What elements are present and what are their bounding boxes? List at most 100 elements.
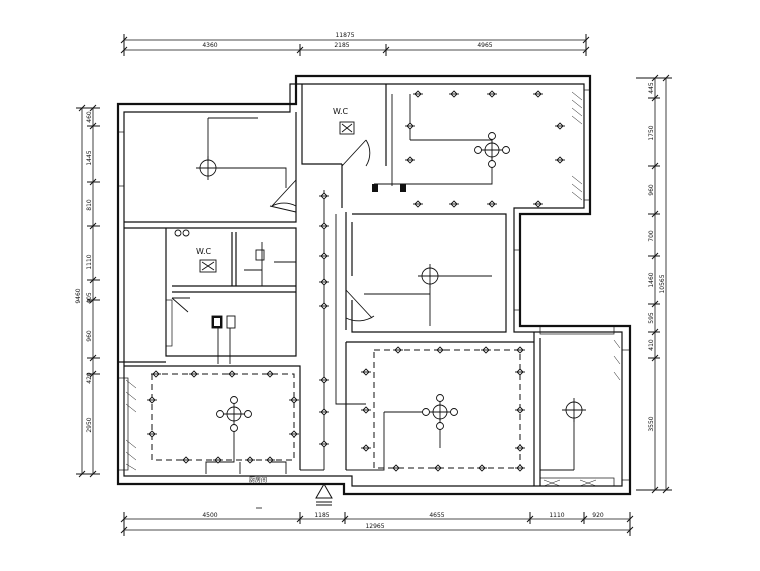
left-dimension-3: 810 bbox=[86, 199, 93, 211]
downlight-icon bbox=[487, 200, 497, 208]
left-dimension-7: 420 bbox=[86, 372, 93, 384]
left-overall-dimension: 9460 bbox=[75, 288, 82, 303]
downlight-icon bbox=[289, 396, 299, 404]
downlight-icon bbox=[555, 156, 565, 164]
top-overall-dimension: 11875 bbox=[335, 32, 354, 39]
downlight-icon bbox=[319, 440, 329, 448]
ceiling-lamp-icon bbox=[562, 398, 586, 422]
downlight-icon bbox=[515, 406, 525, 414]
right-dimension-3: 960 bbox=[648, 184, 655, 196]
downlight-icon bbox=[413, 200, 423, 208]
bottom-dimension-2: 1185 bbox=[314, 512, 329, 519]
small-room-label: 厨房间 bbox=[249, 476, 267, 484]
downlight-icon bbox=[245, 456, 255, 464]
downlight-icon bbox=[487, 90, 497, 98]
switch-icon bbox=[372, 184, 378, 192]
downlight-icon bbox=[481, 346, 491, 354]
top-dimension-2: 2185 bbox=[334, 42, 349, 49]
top-dimension-3: 4965 bbox=[477, 42, 492, 49]
downlight-icon bbox=[181, 456, 191, 464]
fixture-symbols bbox=[174, 121, 406, 329]
downlight-icon bbox=[393, 346, 403, 354]
downlight-icon bbox=[405, 122, 415, 130]
lamps bbox=[147, 90, 586, 472]
chandelier-icon bbox=[474, 132, 510, 168]
left-dimension-1: 460 bbox=[86, 111, 93, 123]
downlight-icon bbox=[319, 302, 329, 310]
downlight-icon bbox=[435, 346, 445, 354]
walls bbox=[116, 74, 632, 496]
downlight-icon bbox=[515, 464, 525, 472]
switch-icon bbox=[400, 184, 406, 192]
right-dimension-2: 1750 bbox=[648, 125, 655, 140]
downlight-icon bbox=[433, 464, 443, 472]
downlight-icon bbox=[361, 406, 371, 414]
top-dimension-1: 4360 bbox=[202, 42, 217, 49]
left-dimension-2: 1445 bbox=[86, 150, 93, 165]
left-dimension-8: 2950 bbox=[86, 417, 93, 432]
right-dimension-chain: 445 1750 960 700 1460 595 410 3550 10565 bbox=[636, 74, 672, 494]
downlight-icon bbox=[265, 456, 275, 464]
downlight-icon bbox=[265, 370, 275, 378]
right-dimension-8: 3550 bbox=[648, 416, 655, 431]
right-overall-dimension: 10565 bbox=[659, 274, 666, 293]
downlight-icon bbox=[413, 90, 423, 98]
downlight-icon bbox=[449, 90, 459, 98]
room-labels: W.C W.C 厨房间 bbox=[196, 107, 349, 484]
downlight-icon bbox=[151, 370, 161, 378]
right-dimension-6: 595 bbox=[648, 312, 655, 324]
bottom-overall-dimension: 12965 bbox=[365, 523, 384, 530]
wc-label-lower: W.C bbox=[196, 247, 212, 256]
downlight-icon bbox=[213, 456, 223, 464]
doors bbox=[171, 139, 375, 322]
downlight-icon bbox=[477, 464, 487, 472]
downlight-icon bbox=[449, 200, 459, 208]
downlight-icon bbox=[361, 444, 371, 452]
right-dimension-7: 410 bbox=[648, 339, 655, 351]
switch-icon bbox=[255, 249, 265, 261]
top-dimension-chain: 11875 4360 2185 4965 bbox=[120, 32, 590, 56]
downlight-icon bbox=[319, 278, 329, 286]
bottom-dimension-3: 4655 bbox=[429, 512, 444, 519]
right-dimension-5: 1460 bbox=[648, 272, 655, 287]
downlight-icon bbox=[227, 370, 237, 378]
wc-label-upper: W.C bbox=[333, 107, 349, 116]
mirror-light-icon bbox=[174, 229, 182, 237]
left-dimension-6: 960 bbox=[86, 330, 93, 342]
entrance-arrow bbox=[256, 482, 333, 509]
windows bbox=[117, 89, 631, 487]
wiring bbox=[205, 94, 575, 474]
downlight-icon bbox=[319, 376, 329, 384]
downlight-icon bbox=[361, 368, 371, 376]
downlight-icon bbox=[147, 430, 157, 438]
switch-icon bbox=[226, 315, 236, 329]
chandelier-icon bbox=[216, 396, 252, 432]
right-dimension-1: 445 bbox=[648, 82, 655, 94]
downlight-icon bbox=[555, 122, 565, 130]
ceiling-lamp-icon bbox=[196, 156, 220, 180]
downlight-icon bbox=[147, 396, 157, 404]
downlight-icon bbox=[319, 222, 329, 230]
chandelier-icon bbox=[422, 394, 458, 430]
mirror-light-icon bbox=[182, 229, 190, 237]
downlight-icon bbox=[405, 156, 415, 164]
left-dimension-4: 1110 bbox=[86, 254, 93, 269]
bottom-dimension-1: 4500 bbox=[202, 512, 217, 519]
downlight-icon bbox=[533, 90, 543, 98]
downlight-icon bbox=[319, 408, 329, 416]
downlight-icon bbox=[189, 370, 199, 378]
downlight-icon bbox=[533, 200, 543, 208]
downlight-icon bbox=[319, 192, 329, 200]
downlight-icon bbox=[289, 430, 299, 438]
bottom-dimension-4: 1110 bbox=[549, 512, 564, 519]
downlight-icon bbox=[515, 444, 525, 452]
downlight-icon bbox=[515, 368, 525, 376]
downlight-icon bbox=[391, 464, 401, 472]
downlight-icon bbox=[515, 346, 525, 354]
ceiling-lamp-icon bbox=[418, 264, 442, 288]
right-dimension-4: 700 bbox=[648, 230, 655, 242]
bottom-dimension-chain: 4500 1185 4655 1110 920 12965 bbox=[120, 512, 634, 536]
left-dimension-chain: 9460 460 1445 810 1110 405 960 420 2950 bbox=[75, 104, 100, 478]
downlight-icon bbox=[319, 252, 329, 260]
